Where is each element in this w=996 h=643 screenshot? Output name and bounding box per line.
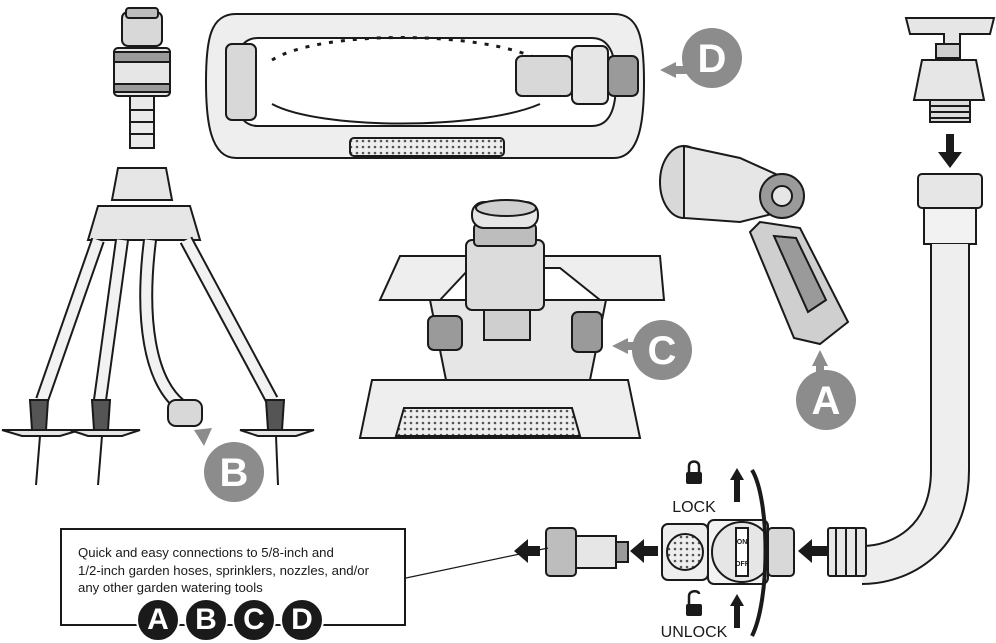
tripod-sprinkler	[1, 7, 315, 486]
callout-b-label: B	[220, 451, 249, 495]
spray-nozzle	[659, 144, 850, 346]
callout-c-label: C	[648, 329, 677, 373]
badge-c: C	[232, 598, 276, 642]
badge-b: B	[184, 598, 228, 642]
badge-d: D	[280, 598, 324, 642]
left-arrow-head-1	[798, 539, 812, 563]
info-line-3: any other garden watering tools	[78, 580, 263, 595]
faucet-and-hose	[827, 17, 996, 585]
badge-a: A	[136, 598, 180, 642]
callout-d: D	[682, 28, 742, 88]
lock-label: LOCK	[672, 499, 716, 516]
left-arrow-shaft-1	[812, 546, 828, 556]
callout-a: A	[796, 370, 856, 430]
unlock-label: UNLOCK	[661, 624, 728, 641]
left-arrow-head-3	[514, 539, 528, 563]
lock-rotate-arrow	[730, 468, 744, 480]
callout-a-label: A	[812, 379, 841, 423]
off-label: OFF	[735, 561, 750, 568]
on-label: ON	[737, 539, 748, 546]
oscillating-sprinkler	[204, 13, 646, 159]
compatibility-badges: A B C D	[136, 598, 324, 642]
left-arrow-shaft-2	[644, 546, 658, 556]
callout-d-label: D	[698, 37, 727, 81]
callout-b: B	[204, 442, 264, 502]
lock-open-icon	[686, 590, 702, 616]
info-line-2: 1/2-inch garden hoses, sprinklers, nozzl…	[78, 562, 370, 578]
unlock-rotate-arrow	[730, 594, 744, 606]
down-arrow-head	[938, 152, 962, 168]
info-leader-line	[405, 547, 549, 579]
callout-c: C	[632, 320, 692, 380]
down-arrow-shaft	[946, 134, 954, 154]
info-text: Quick and easy connections to 5/8-inch a…	[78, 544, 398, 597]
left-arrow-head-2	[630, 539, 644, 563]
info-box: Quick and easy connections to 5/8-inch a…	[60, 528, 406, 626]
quick-connector	[545, 468, 795, 637]
lock-closed-icon	[686, 460, 702, 484]
base-sprinkler	[358, 199, 666, 439]
info-line-1: Quick and easy connections to 5/8-inch a…	[78, 545, 334, 560]
